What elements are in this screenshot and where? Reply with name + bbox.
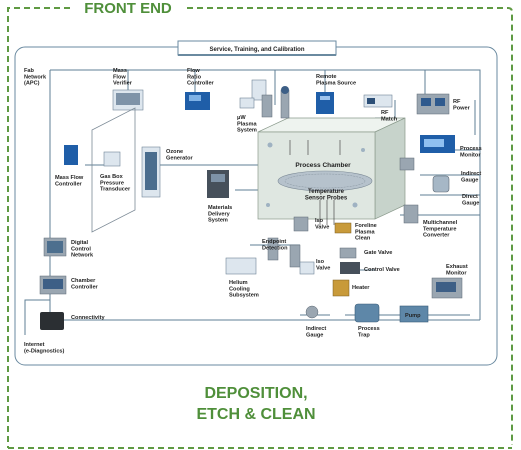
- valve-cluster-devices: [289, 216, 360, 297]
- rf-power-device: [416, 93, 450, 115]
- label-connectivity: Connectivity: [71, 315, 105, 321]
- footer-line2: ETCH & CLEAN: [196, 406, 315, 423]
- endpoint-device: [267, 237, 279, 261]
- multichannel-device: [403, 204, 419, 224]
- exhaust-monitor-device: [431, 277, 463, 299]
- ozone-generator-device: [141, 146, 161, 198]
- label-pump: Pump: [405, 313, 421, 319]
- tuner-device: [280, 86, 290, 119]
- process-trap-device: [354, 303, 380, 323]
- label-heater: Heater: [352, 285, 370, 291]
- materials-delivery-device: [207, 170, 229, 198]
- indirect-gauge-bottom-device: [305, 305, 319, 319]
- header-title: FRONT END: [84, 0, 172, 17]
- uw-plasma-device: [239, 79, 273, 118]
- process-chamber: [257, 117, 406, 225]
- frame-right: [187, 7, 513, 445]
- digital-control-device: [43, 237, 67, 257]
- process-monitor-device: [420, 135, 455, 153]
- remote-plasma-device: [316, 92, 334, 114]
- chamber-title: Process Chamber: [295, 162, 351, 169]
- gas-box-device: [91, 107, 136, 233]
- indirect-gauge-device: [399, 157, 415, 171]
- footer-line1: DEPOSITION,: [204, 385, 307, 402]
- label-internet: Internet(e-Diagnostics): [24, 342, 65, 354]
- helium-device: [225, 257, 257, 275]
- mass-flow-verifier-device: [112, 89, 144, 111]
- chamber-controller-device: [39, 275, 67, 295]
- banner-label: Service, Training, and Calibration: [209, 47, 304, 53]
- connectivity-device: [40, 312, 64, 330]
- label-control-valve: Control Valve: [364, 267, 400, 273]
- label-gate-valve: Gate Valve: [364, 250, 392, 256]
- flow-ratio-controller-device: [185, 92, 210, 110]
- pump-device: [399, 305, 429, 323]
- rf-match-device: [363, 94, 393, 108]
- direct-gauge-device: [432, 175, 450, 193]
- mass-flow-controller-device: [64, 145, 78, 165]
- frame-left: [7, 7, 70, 448]
